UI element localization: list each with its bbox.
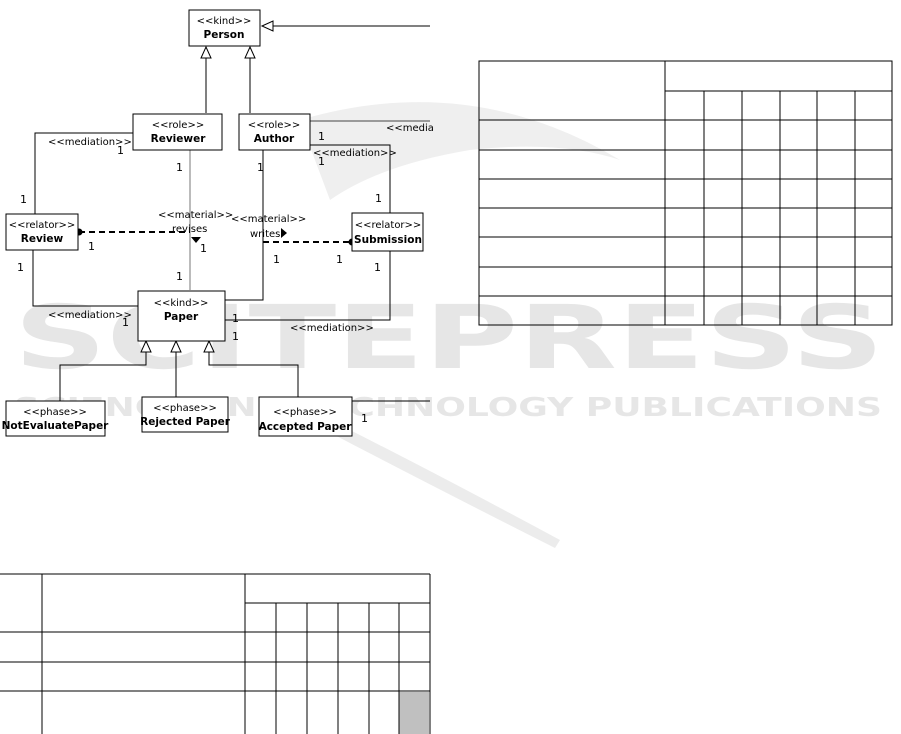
noteval-paper-name: NotEvaluatePaper [2, 420, 110, 432]
mult-paper-review: 1 [122, 316, 129, 329]
person-stereotype: <<kind>> [197, 16, 252, 27]
author-name: Author [254, 133, 295, 145]
review-stereotype: <<relator>> [9, 220, 76, 231]
submission-name: Submission [354, 234, 422, 246]
mult-revises-reviewer: 1 [200, 242, 207, 255]
watermark-swoosh [300, 102, 620, 200]
mult-revises-review: 1 [88, 240, 95, 253]
generalization-accepted-paper [208, 352, 299, 397]
accepted-paper-name: Accepted Paper [259, 421, 353, 433]
generalization-arrowheads [140, 20, 274, 353]
mediation-submission-paper [225, 251, 391, 321]
mediation-review-paper [32, 250, 138, 307]
mult-author-submission-2: 1 [318, 155, 325, 168]
class-boxes [5, 9, 424, 437]
class-box-accepted-paper [258, 396, 353, 437]
connector-lines [32, 25, 430, 402]
class-box-person [188, 9, 261, 47]
mult-author-paper: 1 [257, 161, 264, 174]
watermark-swoosh-tail [325, 420, 560, 548]
table-right-frame [478, 60, 893, 326]
revises-label: revises [172, 224, 207, 235]
mult-paper-submission-2: 1 [232, 330, 239, 343]
multiplicity-labels: 1 1 1 1 1 1 1 1 1 1 1 1 1 1 1 1 1 1 [17, 130, 382, 425]
mediation-submission-author [310, 144, 391, 213]
class-labels: <<kind>> Person <<role>> Reviewer <<role… [2, 16, 422, 433]
dashed-relations [79, 231, 352, 243]
reviewer-name: Reviewer [151, 133, 207, 145]
mult-reviewer-review: 1 [117, 144, 124, 157]
mult-review-reviewer: 1 [20, 193, 27, 206]
revises-direction-arrow [191, 237, 201, 243]
arrowhead-noteval-paper [140, 339, 152, 353]
arrowhead-reviewer-person [200, 45, 212, 59]
class-box-noteval-paper [5, 400, 106, 437]
uml-diagram [5, 9, 430, 437]
reviewer-stereotype: <<role>> [152, 120, 204, 131]
submission-stereotype: <<relator>> [355, 220, 422, 231]
mediation-label-submission-paper: <<mediation>> [290, 323, 374, 334]
mult-author-submission: 1 [318, 130, 325, 143]
class-box-author [238, 113, 311, 151]
mult-paper-submission: 1 [232, 312, 239, 325]
table-bottom [0, 573, 431, 734]
material-label-writes: <<material>> [231, 214, 306, 225]
class-box-review [5, 213, 79, 251]
mult-writes-submission: 1 [336, 253, 343, 266]
table-bottom-shaded-cell [399, 692, 429, 734]
mult-submission-paper: 1 [374, 261, 381, 274]
arrowhead-author-person [244, 45, 256, 59]
class-box-rejected-paper [141, 396, 229, 433]
class-box-submission [351, 212, 424, 252]
class-box-reviewer [132, 113, 223, 151]
generalization-noteval-paper [59, 352, 147, 401]
material-author-paper [225, 150, 264, 301]
arrowhead-accepted-paper [203, 339, 215, 353]
mediation-label-review-reviewer: <<mediation>> [48, 137, 132, 148]
writes-label: writes [250, 229, 280, 240]
person-name: Person [204, 29, 245, 41]
mediation-review-reviewer [34, 132, 133, 214]
material-label-revises: <<material>> [158, 210, 233, 221]
rejected-paper-name: Rejected Paper [140, 416, 231, 428]
arrowhead-right-person [260, 20, 274, 32]
writes-direction-arrow [281, 228, 287, 238]
noteval-paper-stereotype: <<phase>> [23, 407, 87, 418]
mult-submission-author: 1 [375, 192, 382, 205]
table-right [478, 60, 893, 326]
mult-writes-author: 1 [273, 253, 280, 266]
review-name: Review [21, 233, 64, 245]
mult-review-paper: 1 [17, 261, 24, 274]
association-labels: <<mediation>> <<media <<mediation>> <<me… [48, 123, 434, 334]
mult-accepted-right: 1 [361, 412, 368, 425]
mediation-label-submission-author: <<mediation>> [313, 148, 397, 159]
mult-paper-reviewer: 1 [176, 270, 183, 283]
accepted-paper-stereotype: <<phase>> [273, 407, 337, 418]
class-box-paper [137, 290, 226, 342]
paper-name: Paper [164, 311, 199, 323]
mult-reviewer-paper: 1 [176, 161, 183, 174]
rejected-paper-stereotype: <<phase>> [153, 403, 217, 414]
mediation-label-author-right: <<media [386, 123, 434, 134]
author-stereotype: <<role>> [248, 120, 300, 131]
mediation-label-review-paper: <<mediation>> [48, 310, 132, 321]
arrowhead-rejected-paper [170, 339, 182, 353]
paper-stereotype: <<kind>> [154, 298, 209, 309]
